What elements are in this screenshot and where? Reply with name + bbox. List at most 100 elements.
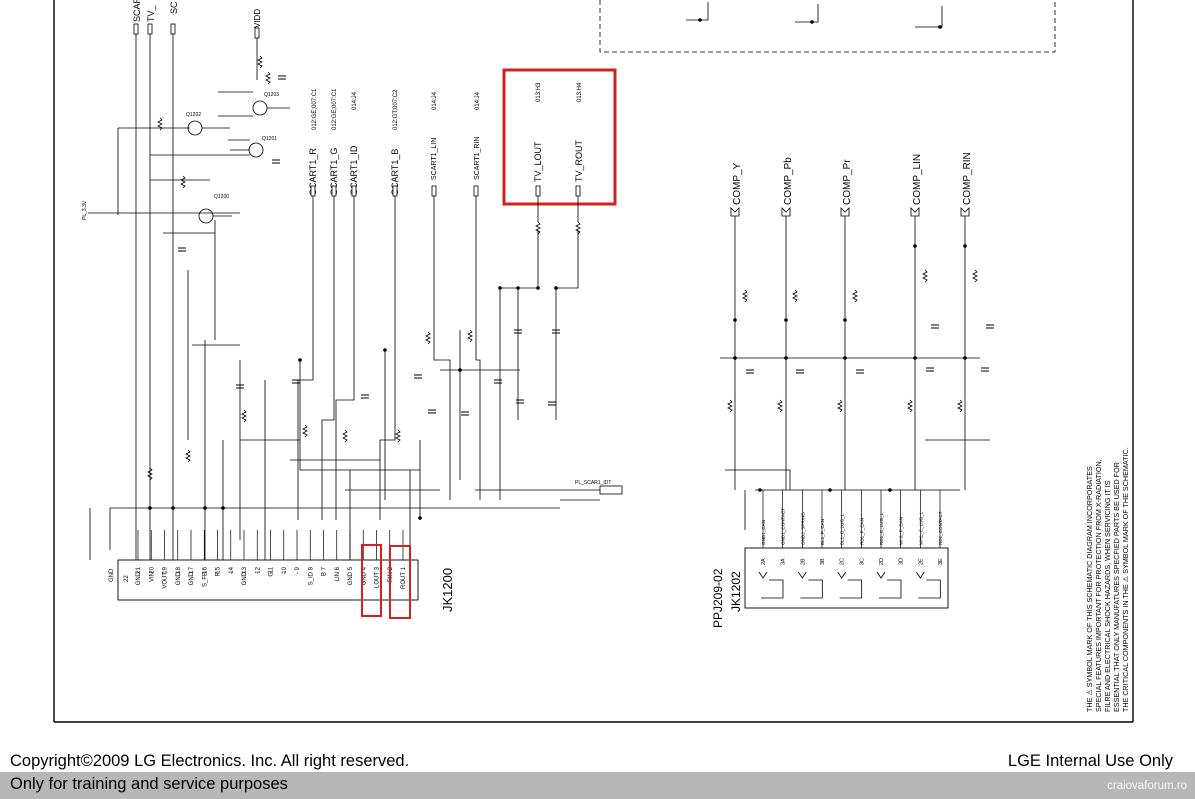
ic-ref: Q1203: [264, 92, 279, 98]
jk1200-pin-label: S_FB: [202, 572, 208, 587]
jk1202-pin-number: 2A: [761, 558, 767, 565]
jk1202-pin-number: 3C: [859, 558, 865, 565]
jk1200-pin-label: GND: [242, 571, 248, 585]
ref-label: 012:GE;007:C1: [332, 88, 338, 130]
component-lines: [720, 216, 990, 530]
jk1202-contact: [758, 571, 784, 599]
jk1200-connector: 21GND20VIN19VOUT18GND17GND16S_FB15R14-13…: [109, 530, 455, 619]
jk1200-pin-number: 18: [176, 566, 182, 573]
jk1200-pin-number: 9: [295, 566, 301, 570]
notice-line: THE CRITICAL COMPONENTS IN THE ⚠ SYMBOL …: [1121, 447, 1130, 712]
signal-scart1-rin: SCART1_RIN: [474, 137, 481, 180]
jk1200-pin-label: GND: [189, 571, 195, 585]
jk1202-pin-label: WH1_C_LUG_L: [918, 511, 923, 545]
jk1202-pin-label: RD1_CONTACT: [938, 511, 943, 545]
partial-label: SC: [169, 1, 179, 14]
signal-tv-lout: TV_LOUT: [533, 141, 543, 182]
scart-signals: SCART1_R SCART1_G SCART1_ID SCART1_B SCA…: [308, 137, 481, 195]
training-text: Only for training and service purposes: [10, 775, 288, 793]
component-signals: COMP_Y COMP_Pb COMP_Pr COMP_LIN COMP_RIN: [732, 152, 973, 205]
jk1200-pin-number: 17: [189, 566, 195, 573]
jk1200-pin-label: LIN: [335, 572, 341, 581]
signal-scart1-r: SCART1_R: [308, 148, 318, 195]
jk1202-pin-label: BL1_P_CAN: [820, 519, 825, 545]
footer-bar: [0, 772, 1195, 799]
jk1202-pin-number: 3E: [938, 558, 944, 565]
jk1200-pin-label: -: [255, 572, 261, 574]
jk1202-pin-label: GND1_CAN: [761, 520, 766, 545]
jk1202-pin-label: GND1_CONTACT: [781, 508, 786, 545]
jk1202-contact: [837, 571, 863, 599]
jk1202-connector: 2AGND1_CAN3AGND1_CONTACT2BGND2_SPRING3BB…: [711, 490, 949, 628]
ic-ref: Q1202: [186, 112, 201, 118]
partial-top-labels: SCART TV_ SC VIDD: [132, 0, 262, 28]
signal-comp-pb: COMP_Pb: [783, 157, 794, 205]
safety-notice: THE ⚠ SYMBOL MARK OF THIS SCHEMATIC DIAG…: [1085, 447, 1130, 712]
jk1200-pin-number: 20: [149, 566, 155, 573]
notice-line: SPECIAL FEATURES IMPORTANT FOR PROTECTIO…: [1094, 459, 1103, 712]
jk1200-pin-label: -: [229, 572, 235, 574]
jk1200-pin-number: 12: [255, 566, 261, 573]
jk1200-pin-label: LOUT: [375, 572, 381, 588]
jk1200-pin-number: 5: [348, 566, 354, 570]
jk1202-pin-number: 3B: [820, 558, 826, 565]
signal-scart1-g: SCART1_G: [329, 148, 339, 195]
signal-scart1-b: SCART1_B: [390, 149, 400, 195]
sheet-border: [53, 0, 1134, 723]
schematic-sheet: SCART TV_ SC VIDD Q1202 Q1203 Q1200 Q120…: [53, 0, 1134, 723]
ic-ref: Q1200: [214, 194, 229, 200]
jk1200-pin-number: 16: [202, 566, 208, 573]
jk1202-pin-label: BL1_C_LUG_L: [840, 513, 845, 545]
highlight-tv-out: [502, 68, 617, 206]
ref-label: 012:GT;007:C2: [393, 89, 399, 130]
scart-passives: [147, 221, 581, 520]
jk1200-pin-number: 15: [216, 566, 222, 573]
jk1200-pin-label: GND: [176, 571, 182, 585]
ic-ref: Q1201: [262, 136, 277, 142]
jk1202-pin-number: 2B: [800, 558, 806, 565]
jk1200-pin-number: 19: [163, 566, 169, 573]
jk1200-pin-label: VIN: [149, 572, 155, 582]
watermark: craiovaforum.ro: [1107, 780, 1187, 792]
supply-label: PL_3.3V: [82, 200, 88, 220]
jk1200-pin-number: 3: [375, 566, 381, 570]
jk1200-pin-label: ROUT: [401, 572, 407, 589]
left-bus-lines: [88, 34, 560, 560]
jk1202-contact: [798, 571, 823, 599]
signal-comp-pr: COMP_Pr: [842, 159, 853, 205]
scart-signal-lines: [192, 196, 620, 560]
ref-label: 013:H3: [536, 82, 542, 102]
ref-label: 014:J4: [432, 91, 438, 110]
jk1200-pin-number: 6: [335, 566, 341, 570]
ref-label: 014:J4: [475, 91, 481, 110]
jk1200-pin-number: 10: [282, 566, 288, 573]
jk1200-pin-number: 14: [229, 566, 235, 573]
ref-label: 013:H4: [577, 82, 583, 102]
scart-refs: 012:GE;007:C1 012:GE;007:C1 014:J4 012:G…: [312, 88, 481, 130]
jk1200-pin-number: 1: [401, 566, 407, 570]
vdd-label: VIDD: [253, 9, 262, 28]
highlight-lout-pin: [361, 544, 382, 617]
jk1200-pin-label: -: [282, 572, 288, 574]
signal-comp-y: COMP_Y: [732, 162, 743, 205]
jk1200-pin-label: VOUT: [163, 572, 169, 589]
jk1200-ref: JK1200: [440, 568, 455, 612]
jk1200-pin-label: -: [295, 572, 301, 574]
jk1200-pin-number: 7: [322, 566, 328, 570]
ref-label: 012:GE;007:C1: [312, 88, 318, 130]
signal-comp-rin: COMP_RIN: [962, 152, 973, 205]
jk1200-pin-number: 22: [124, 575, 130, 582]
jk1202-pin-number: 3A: [781, 558, 787, 565]
jk1200-pin-label: R: [216, 571, 222, 576]
copyright-text: Copyright©2009 LG Electronics. Inc. All …: [10, 752, 410, 770]
jk1200-pin-label: S_ID: [308, 571, 314, 585]
signal-scart1-lin: SCART1_LIN: [431, 138, 438, 180]
notice-line: THE ⚠ SYMBOL MARK OF THIS SCHEMATIC DIAG…: [1085, 466, 1094, 712]
signal-tv-rout: TV_ROUT: [574, 139, 584, 182]
transistor-group: [187, 100, 290, 224]
signal-comp-lin: COMP_LIN: [912, 154, 923, 205]
jk1200-pin-number: 21: [136, 566, 142, 573]
jk1202-pin-label: RD1_C_LUG_L: [879, 512, 884, 545]
signal-scart1-id: SCART1_ID: [349, 145, 359, 195]
jk1200-pin-number: 13: [242, 566, 248, 573]
